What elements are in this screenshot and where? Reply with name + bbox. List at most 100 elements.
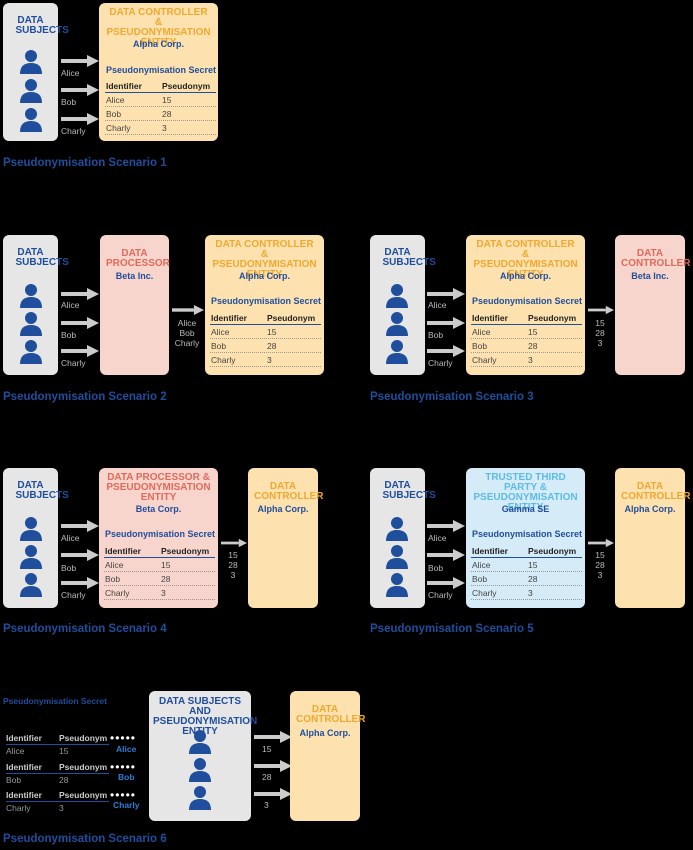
s6-controller-box: DATA CONTROLLER Alpha Corp. xyxy=(290,691,366,821)
s2-processor-box: DATA PROCESSOR Beta Inc. xyxy=(100,235,170,375)
s3-controller-pe-box: DATA CONTROLLER & PSEUDONYMISATION ENTIT… xyxy=(466,235,585,375)
cell: Charly xyxy=(105,587,130,598)
secret-title: Pseudonymisation Secret xyxy=(105,529,216,539)
box-title: DATA CONTROLLER & PSEUDONYMISATION ENTIT… xyxy=(212,239,317,280)
arrow-label: Charly xyxy=(61,126,86,136)
arrow-label: Charly xyxy=(428,358,453,368)
secret-title: Pseudonymisation Secret xyxy=(211,296,322,306)
org-name: Beta Inc. xyxy=(115,271,154,281)
box-title: DATA CONTROLLER & PSEUDONYMISATION ENTIT… xyxy=(106,7,211,48)
arrow-label-stack: Alice Bob Charly xyxy=(172,318,202,348)
arrow-label: Bob xyxy=(428,330,444,340)
subject-name: Bob xyxy=(118,772,135,782)
arrow-label: Bob xyxy=(428,563,444,573)
s1-controller-pe-box: DATA CONTROLLER & PSEUDONYMISATION ENTIT… xyxy=(99,3,218,141)
scenario-title: Pseudonymisation Scenario 1 xyxy=(3,157,167,169)
col-header: Pseudonym xyxy=(59,761,108,772)
cell: Bob xyxy=(472,340,488,351)
arrow-right-icon xyxy=(254,731,292,743)
col-header: Identifier xyxy=(6,732,42,743)
arrow-right-icon xyxy=(254,788,292,800)
cell: 15 xyxy=(267,326,277,337)
org-name: Alpha Corp. xyxy=(299,728,351,738)
col-header: Identifier xyxy=(105,545,141,556)
cell: Bob xyxy=(106,108,122,119)
data-subjects-title: DATA SUBJECTS xyxy=(382,480,436,501)
person-icon xyxy=(386,312,408,336)
arrow-right-icon xyxy=(61,577,99,589)
arrow-right-icon xyxy=(427,317,465,329)
person-icon xyxy=(189,730,211,754)
s6-subjects-pe-box: DATA SUBJECTS AND PSEUDONYMISATION ENTIT… xyxy=(149,691,257,821)
cell: Charly xyxy=(472,354,497,365)
arrow-right-icon xyxy=(61,84,99,96)
col-header: Pseudonym xyxy=(162,80,211,91)
subject-name: Charly xyxy=(113,800,140,810)
data-subjects-title: DATA SUBJECTS xyxy=(15,15,69,36)
org-name: Alpha Corp. xyxy=(624,504,676,514)
org-name: Beta Corp. xyxy=(135,504,182,514)
org-name: Alpha Corp. xyxy=(257,504,309,514)
arrow-right-icon xyxy=(427,520,465,532)
s3-controller-box: DATA CONTROLLER Beta Inc. xyxy=(615,235,691,375)
arrow-right-icon xyxy=(427,288,465,300)
person-icon xyxy=(20,573,42,597)
arrow-label: 3 xyxy=(264,800,269,810)
col-header: Identifier xyxy=(472,312,508,323)
cell: 3 xyxy=(528,354,533,365)
cell: Alice xyxy=(105,559,124,570)
person-icon xyxy=(386,517,408,541)
cell: Bob xyxy=(211,340,227,351)
person-icon xyxy=(20,340,42,364)
arrow-label: Bob xyxy=(179,328,195,338)
cell: 28 xyxy=(161,573,171,584)
box-title: DATA CONTROLLER xyxy=(296,704,366,725)
arrow-right-icon xyxy=(221,538,247,548)
arrow-label: 15 xyxy=(262,744,272,754)
scenario-title: Pseudonymisation Scenario 2 xyxy=(3,391,167,403)
arrow-label: Alice xyxy=(61,300,80,310)
col-header: Identifier xyxy=(211,312,247,323)
box-title: DATA CONTROLLER xyxy=(621,248,691,269)
cell: 3 xyxy=(528,587,533,598)
col-header: Pseudonym xyxy=(59,789,108,800)
secret-title: Pseudonymisation Secret xyxy=(472,296,583,306)
cell: 28 xyxy=(162,108,172,119)
arrow-right-icon xyxy=(588,305,614,315)
scenario-title: Pseudonymisation Scenario 3 xyxy=(370,391,534,403)
cell: 15 xyxy=(162,94,172,105)
arrow-right-icon xyxy=(61,520,99,532)
arrow-right-icon xyxy=(61,549,99,561)
box-title: TRUSTED THIRD PARTY & PSEUDONYMISATION E… xyxy=(473,472,578,513)
dotted-connector: ••••• xyxy=(110,788,137,802)
cell: 28 xyxy=(528,573,538,584)
person-icon xyxy=(20,517,42,541)
cell: Bob xyxy=(472,573,488,584)
person-icon xyxy=(386,545,408,569)
secret-title: Pseudonymisation Secret xyxy=(472,529,583,539)
person-icon xyxy=(20,284,42,308)
arrow-label: Charly xyxy=(174,338,200,348)
org-name: Alpha Corp. xyxy=(500,271,551,281)
cell: Alice xyxy=(472,326,491,337)
box-title: DATA CONTROLLER xyxy=(254,481,324,502)
arrow-right-icon xyxy=(254,760,292,772)
cell: Charly xyxy=(472,587,497,598)
cell: 15 xyxy=(161,559,171,570)
cell: 15 xyxy=(528,559,538,570)
arrow-right-icon xyxy=(61,288,99,300)
person-icon xyxy=(386,573,408,597)
box-title: DATA CONTROLLER & PSEUDONYMISATION ENTIT… xyxy=(473,239,578,280)
cell: 3 xyxy=(162,122,167,133)
arrow-right-icon xyxy=(427,345,465,357)
col-header: Identifier xyxy=(472,545,508,556)
